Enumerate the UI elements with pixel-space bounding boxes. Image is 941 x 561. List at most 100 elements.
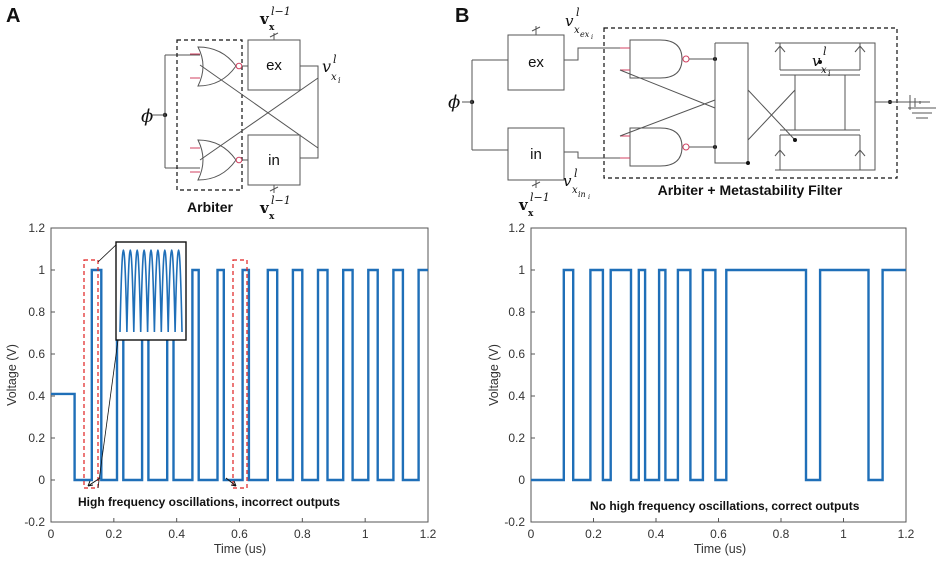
in-label-b: in xyxy=(530,146,542,163)
y-tick-label: 1.2 xyxy=(508,221,525,235)
highlight-box-2-a xyxy=(232,259,248,489)
y-tick-label: 0.6 xyxy=(508,347,525,361)
chart-b-yticks: -0.200.20.40.60.811.2 xyxy=(504,221,535,529)
circuit-b: ϕ ex in v x ex i l v x in i l v x l−1 xyxy=(448,6,936,219)
in-out-sup-b: l xyxy=(574,167,578,180)
cross-coupling-wires-a xyxy=(199,64,319,161)
annotation-arrow-1-a xyxy=(87,477,101,487)
ground-symbol-b xyxy=(875,95,930,110)
in-out-label-b: v xyxy=(563,172,572,190)
node-filter2-b xyxy=(793,138,797,142)
ex-label-a: ex xyxy=(266,57,282,74)
filter-caption-b: Arbiter + Metastability Filter xyxy=(658,182,843,198)
in-block-a xyxy=(247,134,301,186)
chart-a-xlabel: Time (us) xyxy=(214,542,266,556)
nand-bubble-bottom-b xyxy=(682,143,690,151)
chart-b-series-line xyxy=(531,268,906,482)
x-tick-label: 0.6 xyxy=(710,527,727,541)
inset-callout-line xyxy=(97,242,119,263)
nor-gate-bottom-a xyxy=(197,139,237,181)
bus-sup-b: l−1 xyxy=(530,191,550,204)
phi-wires-b xyxy=(462,59,508,151)
output-subsub-a: i xyxy=(338,76,341,85)
y-tick-label: 0.8 xyxy=(28,305,45,319)
in-out-subsubsub-b: i xyxy=(588,193,590,201)
node-subsub-b: i xyxy=(828,69,831,78)
x-tick-label: 0.6 xyxy=(231,527,248,541)
ex-block-a xyxy=(247,39,301,91)
node-sub-b: x xyxy=(821,65,827,76)
transistor-arrows-b xyxy=(774,45,866,157)
inverter-bubble-top-a xyxy=(235,62,243,70)
x-tick-label: 0.4 xyxy=(168,527,185,541)
phi-wires-a xyxy=(152,54,200,169)
x-tick-label: 1.2 xyxy=(898,527,915,541)
in-out-subsub-b: in xyxy=(578,190,586,199)
chart-a-series-line xyxy=(51,268,428,482)
ex-bus-wire-b xyxy=(531,26,541,35)
ex-label-b: ex xyxy=(528,54,544,71)
x-tick-label: 0.8 xyxy=(773,527,790,541)
chart-a-ylabel: Voltage (V) xyxy=(5,344,19,406)
nand-bubble-top-b xyxy=(682,55,690,63)
node-label-b: v xyxy=(812,52,821,70)
chart-b-frame xyxy=(530,227,907,523)
output-sub-a: x xyxy=(331,72,337,83)
in-label-a: in xyxy=(268,152,280,169)
bus-sub-bottom-a: x xyxy=(269,212,275,222)
node-filter-b xyxy=(746,161,750,165)
panel-label-b: B xyxy=(455,5,469,27)
y-tick-label: 1.2 xyxy=(28,221,45,235)
x-tick-label: 1 xyxy=(840,527,847,541)
circuit-a: ϕ ex in v x l−1 v x l−1 v x i l xyxy=(141,5,341,222)
filter-box-b xyxy=(603,27,898,179)
inset-zoom xyxy=(115,241,187,341)
bus-wire-bottom-a xyxy=(269,185,279,193)
y-tick-label: 0.2 xyxy=(508,431,525,445)
x-tick-label: 0.4 xyxy=(648,527,665,541)
bus-sup-bottom-a: l−1 xyxy=(271,194,291,207)
bus-label-b: v xyxy=(518,196,529,214)
x-tick-label: 0.8 xyxy=(294,527,311,541)
nand-gate-top-b xyxy=(629,39,683,79)
in-bus-wire-b xyxy=(531,180,541,188)
filter-cross-b xyxy=(747,89,796,141)
highlight-box-1-a xyxy=(83,259,99,489)
chart-a-annotation: High frequency oscillations, incorrect o… xyxy=(78,495,340,509)
inset-callout-line-2 xyxy=(97,339,119,489)
ex-out-sub-b: x xyxy=(574,25,580,36)
chart-b-xticks: 0 0.2 0.4 0.6 0.8 1 1.2 xyxy=(528,518,915,541)
chart-a-frame xyxy=(50,227,429,523)
x-tick-label: 0.2 xyxy=(105,527,122,541)
ex-out-sup-b: l xyxy=(576,6,580,19)
x-tick-label: 0.2 xyxy=(585,527,602,541)
y-tick-label: 1 xyxy=(518,263,525,277)
node-v-b xyxy=(818,60,822,64)
output-sup-a: l xyxy=(333,53,337,66)
y-tick-label: 0.8 xyxy=(508,305,525,319)
y-tick-label: 0 xyxy=(38,473,45,487)
filter-loop-b xyxy=(714,42,749,164)
bus-label-bottom-a: v xyxy=(259,199,270,217)
ex-out-subsub-b: ex xyxy=(580,30,590,39)
bus-sub-b: x xyxy=(528,209,534,219)
x-tick-label: 0 xyxy=(48,527,55,541)
bus-sub-top-a: x xyxy=(269,23,275,33)
y-tick-label: 0.4 xyxy=(508,389,525,403)
annotation-arrow-2-a xyxy=(225,477,237,487)
bus-sup-top-a: l−1 xyxy=(271,5,291,18)
phi-label-b: ϕ xyxy=(448,92,460,113)
panel-label-a: A xyxy=(6,5,20,27)
nor-gate-top-a xyxy=(197,46,237,87)
x-tick-label: 0 xyxy=(528,527,535,541)
x-tick-label: 1 xyxy=(362,527,369,541)
y-tick-label: 1 xyxy=(38,263,45,277)
y-tick-label: 0.4 xyxy=(28,389,45,403)
y-tick-label: -0.2 xyxy=(24,515,45,529)
gate-to-block-wires-a xyxy=(242,65,248,161)
filter-transistors-b xyxy=(775,42,876,171)
y-tick-label: -0.2 xyxy=(504,515,525,529)
y-tick-label: 0.2 xyxy=(28,431,45,445)
